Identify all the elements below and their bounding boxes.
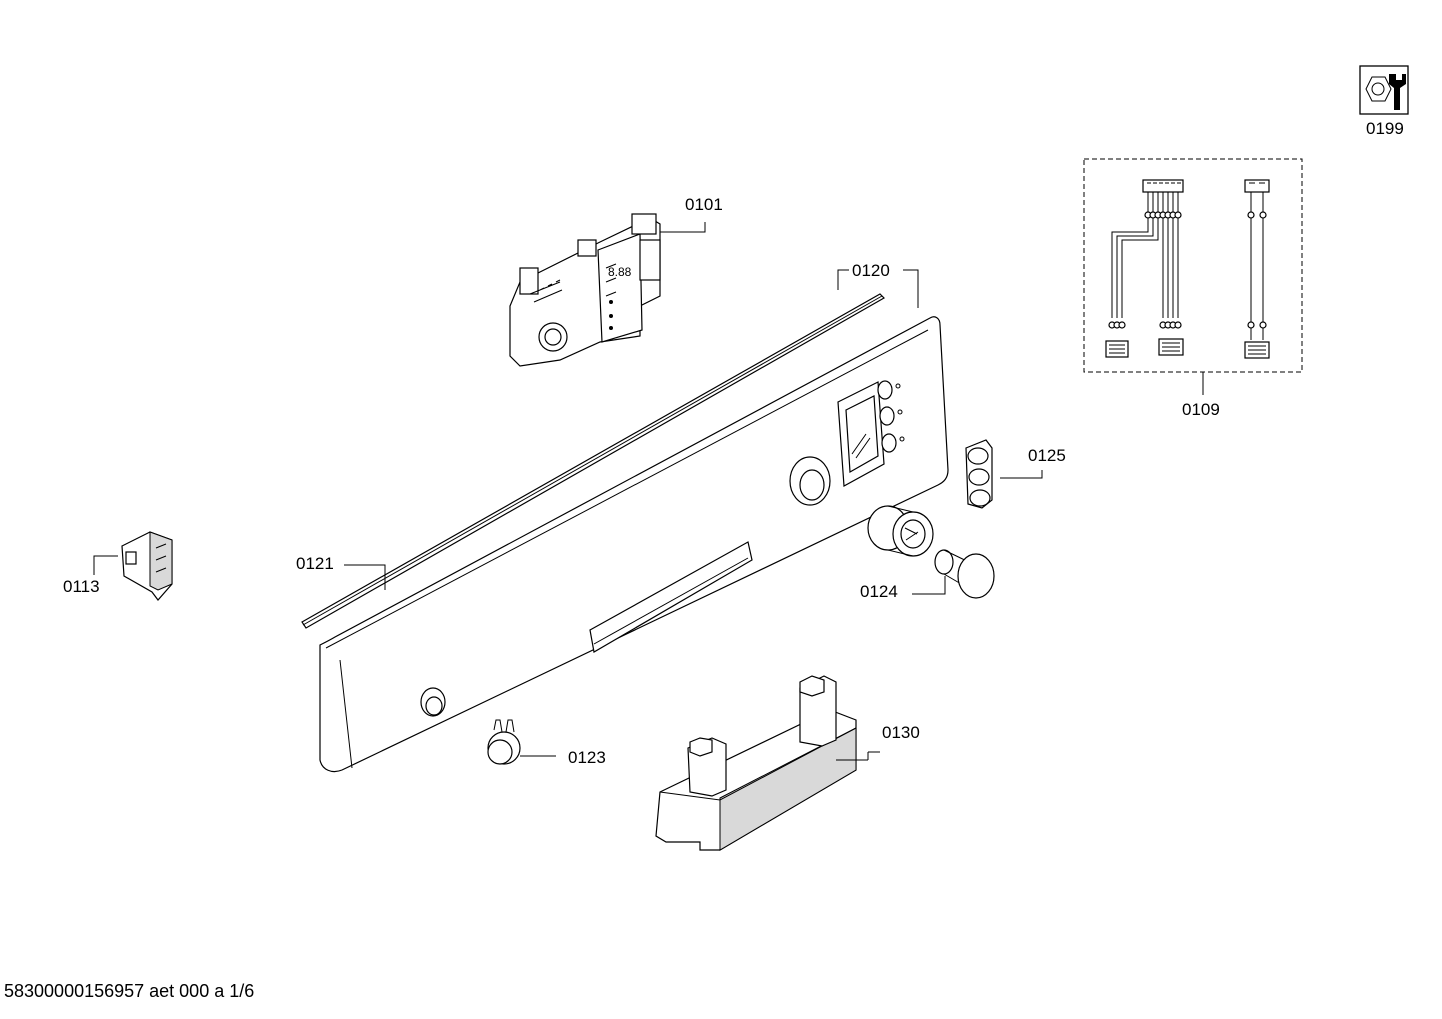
part-label-0113: 0113 (63, 577, 100, 596)
control-module: 8.88 (509, 213, 706, 367)
knob-part (867, 505, 995, 599)
document-code: 58300000156957 aet 000 a 1/6 (4, 981, 255, 1001)
part-label-0120: 0120 (852, 261, 890, 280)
part-label-0121: 0121 (296, 554, 334, 573)
cable-set (1083, 158, 1303, 395)
wrench-nut-icon (1359, 65, 1409, 115)
part-label-0130: 0130 (882, 723, 920, 742)
bracket-part (655, 675, 880, 851)
part-label-0124: 0124 (860, 582, 898, 601)
push-button-part (965, 439, 1043, 509)
part-label-0101: 0101 (685, 195, 723, 214)
part-label-0109: 0109 (1182, 400, 1220, 419)
svg-text:8.88: 8.88 (608, 265, 632, 279)
part-label-0123: 0123 (568, 748, 606, 767)
clip-part (93, 531, 173, 601)
part-label-0199: 0199 (1366, 119, 1404, 138)
small-knob-part (487, 719, 556, 765)
fascia-panel (319, 269, 949, 773)
seal-strip (301, 293, 885, 629)
part-label-0125: 0125 (1028, 446, 1066, 465)
